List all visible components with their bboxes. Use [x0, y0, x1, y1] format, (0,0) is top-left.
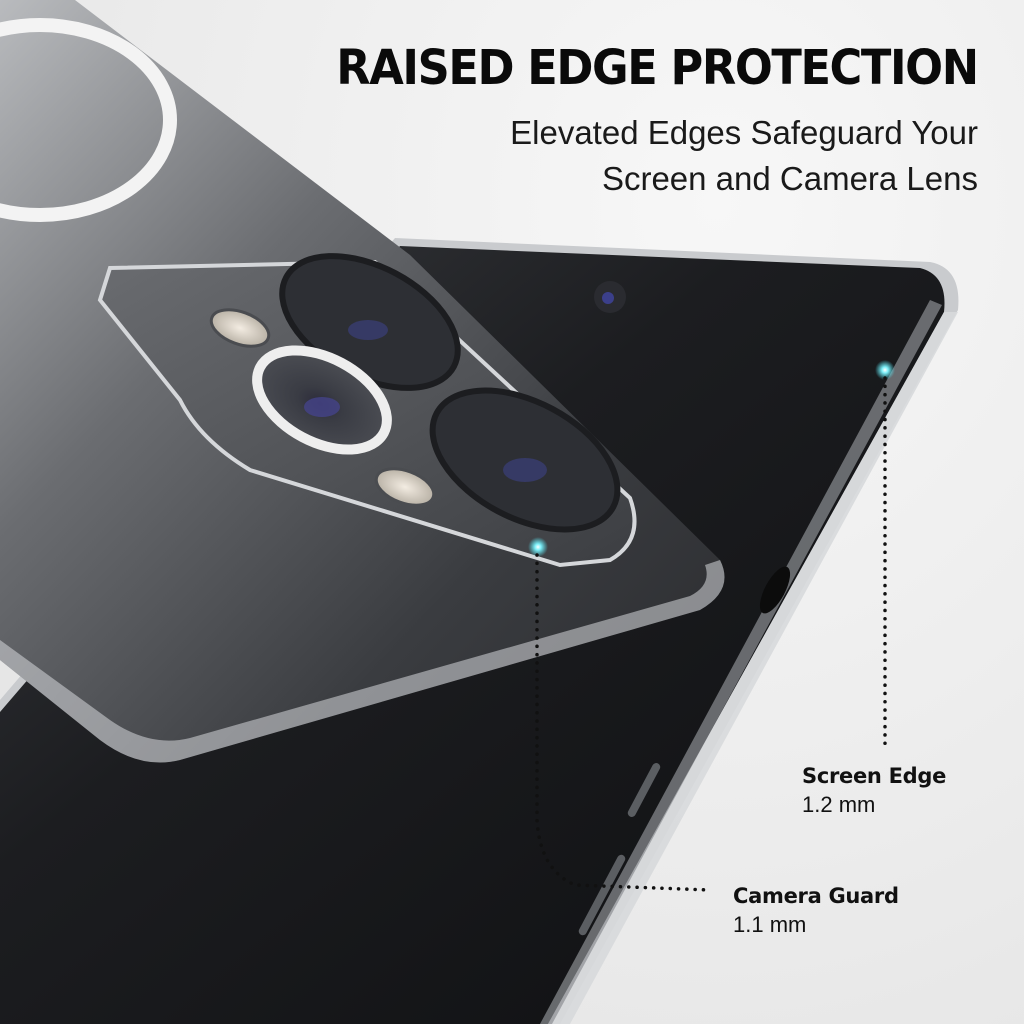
- subheadline-line-1: Elevated Edges Safeguard Your: [510, 114, 978, 151]
- back-phone: [0, 0, 725, 763]
- flash-icon-2: [374, 467, 436, 507]
- flash-icon: [209, 308, 271, 348]
- callout-title: Camera Guard: [733, 884, 899, 908]
- camera-lens-secondary: [429, 387, 621, 533]
- callout-value: 1.2 mm: [802, 792, 876, 817]
- callout-screen-edge: Screen Edge 1.2 mm: [802, 762, 946, 820]
- callout-title: Screen Edge: [802, 764, 947, 788]
- callout-camera-guard: Camera Guard 1.1 mm: [733, 882, 899, 940]
- camera-lens-ringed: [252, 345, 392, 455]
- subheadline-line-2: Screen and Camera Lens: [601, 160, 978, 197]
- subheadline: Elevated Edges Safeguard Your Screen and…: [510, 110, 978, 202]
- callout-leaders: [528, 360, 895, 892]
- magnetic-ring: [0, 18, 177, 222]
- callout-value: 1.1 mm: [733, 912, 807, 937]
- headline: RAISED EDGE PROTECTION: [336, 40, 980, 96]
